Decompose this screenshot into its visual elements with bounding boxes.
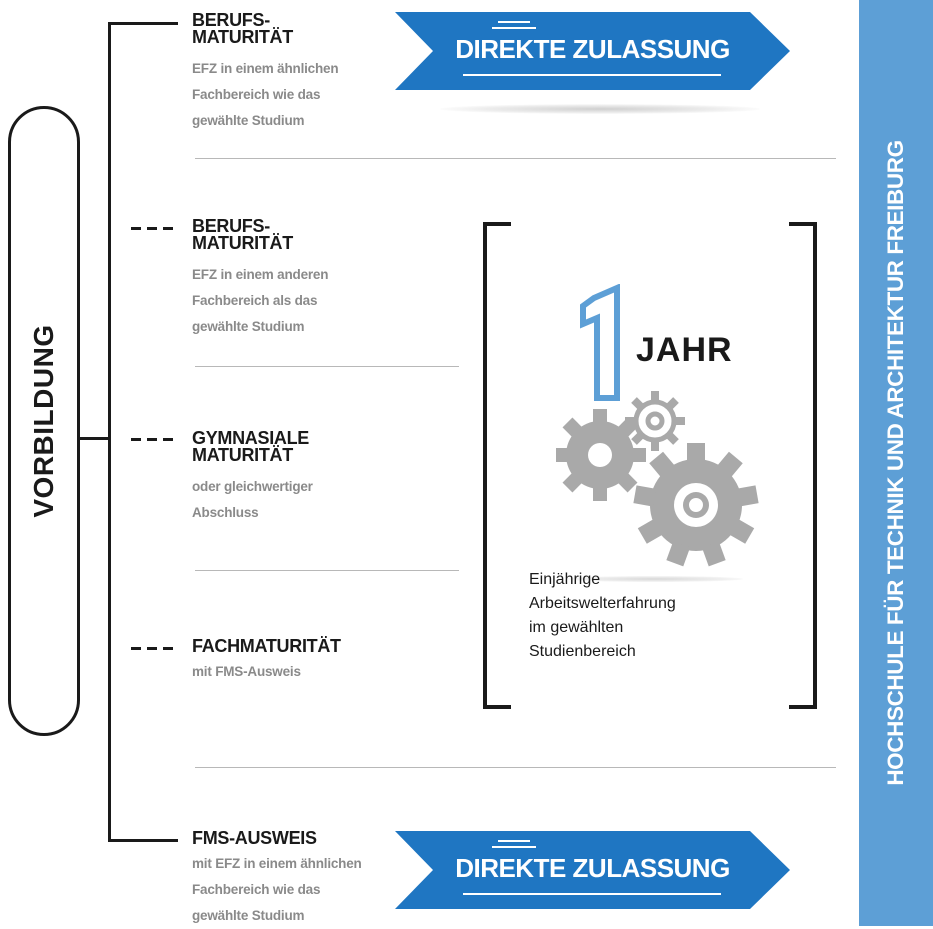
one-year-number — [580, 284, 620, 401]
entry-berufsmaturitaet-aehnlich: BERUFS- MATURITÄT EFZ in einem ähnlichen… — [192, 10, 339, 134]
entry-description: Fachbereich als das — [192, 293, 318, 308]
vorbildung-frame — [8, 106, 80, 736]
entry-description: Abschluss — [192, 505, 259, 520]
gears-shadow — [565, 576, 743, 582]
arrow-shape — [395, 12, 790, 90]
arrow-overline — [492, 27, 536, 29]
gears-icon — [556, 391, 759, 567]
arrow-overline — [498, 840, 530, 842]
entry-description: mit FMS-Ausweis — [192, 664, 301, 679]
entry-description: gewählte Studium — [192, 319, 305, 334]
direct-admission-arrow-top: DIREKTE ZULASSUNG — [395, 12, 790, 90]
arrow-label: DIREKTE ZULASSUNG — [455, 853, 730, 883]
entry-description: Fachbereich wie das — [192, 882, 321, 897]
vorbildung-label: VORBILDUNG — [28, 324, 59, 518]
entry-fms-ausweis: FMS-AUSWEIS mit EFZ in einem ähnlichen F… — [192, 828, 362, 929]
arrow-shadow — [440, 104, 760, 114]
school-banner — [859, 0, 933, 926]
entry-fachmaturitaet: FACHMATURITÄT mit FMS-Ausweis — [192, 636, 341, 685]
school-name: HOCHSCHULE FÜR TECHNIK UND ARCHITEKTUR F… — [883, 140, 908, 786]
entry-description: gewählte Studium — [192, 908, 305, 923]
description-line: im gewählten — [529, 619, 624, 636]
arrow-label: DIREKTE ZULASSUNG — [455, 34, 730, 64]
arrow-underline — [463, 74, 721, 76]
direct-admission-arrow-bottom: DIREKTE ZULASSUNG — [395, 831, 790, 909]
arrow-shape — [395, 831, 790, 909]
entry-title: MATURITÄT — [192, 445, 293, 465]
entry-title: BERUFS- — [192, 10, 270, 30]
separator — [195, 570, 459, 571]
entry-description: gewählte Studium — [192, 113, 305, 128]
description-line: Einjährige — [529, 571, 601, 588]
entry-berufsmaturitaet-anders: BERUFS- MATURITÄT EFZ in einem anderen F… — [192, 216, 329, 340]
entry-description: oder gleichwertiger — [192, 479, 313, 494]
connector-main — [80, 437, 111, 440]
bracket-right — [789, 222, 817, 709]
year-unit: JAHR — [636, 331, 733, 369]
entry-description: Fachbereich wie das — [192, 87, 321, 102]
separator — [195, 366, 459, 367]
bracket-left — [483, 222, 511, 709]
entry-title: BERUFS- — [192, 216, 270, 236]
separator — [195, 767, 836, 768]
entry-title: MATURITÄT — [192, 233, 293, 253]
arrow-overline — [492, 846, 536, 848]
one-year-description: Einjährige Arbeitswelterfahrung im gewäh… — [529, 568, 676, 664]
entry-title: FMS-AUSWEIS — [192, 828, 317, 848]
entry-title: FACHMATURITÄT — [192, 636, 341, 656]
entry-title: MATURITÄT — [192, 27, 293, 47]
entry-description: EFZ in einem anderen — [192, 267, 329, 282]
description-line: Arbeitswelterfahrung — [529, 595, 676, 612]
connector-top — [108, 22, 178, 25]
entry-gymnasiale-maturitaet: GYMNASIALE MATURITÄT oder gleichwertiger… — [192, 428, 313, 526]
entry-description: mit EFZ in einem ähnlichen — [192, 856, 362, 871]
entry-title: GYMNASIALE — [192, 428, 310, 448]
connector-spine — [108, 22, 111, 842]
separator — [195, 158, 836, 159]
entry-description: EFZ in einem ähnlichen — [192, 61, 339, 76]
connector-bottom — [108, 839, 178, 842]
arrow-overline — [498, 21, 530, 23]
arrow-underline — [463, 893, 721, 895]
description-line: Studienbereich — [529, 643, 636, 660]
